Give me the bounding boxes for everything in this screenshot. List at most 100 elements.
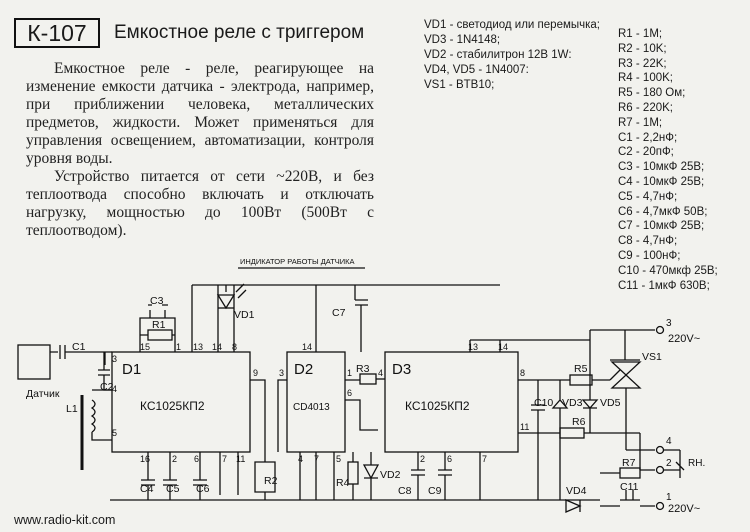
page-title: Емкостное реле с триггером [114,22,365,43]
pin-number: 11 [236,454,245,464]
pin-number: 1 [176,342,181,352]
ref-r5: R5 [574,363,588,375]
pin-number: 9 [253,368,258,378]
pin-number: 7 [482,454,487,464]
part-entry: C5 - 4,7нФ; [618,190,678,203]
ref-r3: R3 [356,363,370,375]
part-entry: C3 - 10мкФ 25В; [618,161,705,174]
ref-r1: R1 [152,319,166,331]
part-entry: C10 - 470мкф 25В; [618,264,718,277]
pin-number: 3 [112,354,117,364]
ref-c10: C10 [534,397,553,409]
pin-number: 8 [232,342,237,352]
part-entry: C6 - 4,7мкФ 50В; [618,205,708,218]
pin-number: 8 [520,368,525,378]
ref-r7: R7 [622,457,636,469]
sensor-label: Датчик [26,388,60,400]
part-entry: C1 - 2,2нФ; [618,131,678,144]
ref-vd5: VD5 [600,397,621,409]
pin-number: 14 [498,342,508,352]
d1-ref: D1 [122,361,141,378]
part-entry: R5 - 180 Ом; [618,87,686,100]
d3-part: КС1025КП2 [405,399,470,413]
ref-c5: C5 [166,483,180,495]
ref-c3: C3 [150,295,164,307]
pin-number: 2 [420,454,425,464]
pin-number: 13 [193,342,203,352]
part-entry: C2 - 20пФ; [618,146,674,159]
ic-d1 [111,351,251,453]
terminal-number: 1 [666,492,672,503]
description: Емкостное реле - реле, реагирующее на из… [26,60,374,240]
part-entry: C7 - 10мкФ 25В; [618,220,705,233]
ref-c4: C4 [140,483,154,495]
ref-c1: C1 [72,341,86,353]
pin-number: 4 [378,368,383,378]
part-entry: VD2 - стабилитрон 12В 1W: [424,49,572,61]
d1-part: КС1025КП2 [140,399,205,413]
ref-c8: C8 [398,485,412,497]
part-entry: VS1 - BTB10; [424,79,495,91]
pin-number: 13 [468,342,478,352]
ref-vs1: VS1 [642,351,662,363]
part-entry: R7 - 1M; [618,116,663,129]
pin-number: 1 [347,368,352,378]
ref-l1: L1 [66,403,78,415]
pin-number: 11 [520,422,529,432]
pin-number: 4 [112,384,117,394]
part-entry: R2 - 10K; [618,42,667,55]
kit-code: К-107 [14,18,100,48]
parts-list-semiconductors: VD1 - светодиод или перемычка; VD3 - 1N4… [424,18,600,93]
part-entry: VD3 - 1N4148; [424,34,501,46]
ref-vd3: VD3 [562,397,583,409]
part-entry: VD4, VD5 - 1N4007: [424,64,529,76]
parts-list-passives: R1 - 1M; R2 - 10K; R3 - 22K; R4 - 100K; … [618,27,718,293]
pin-number: 14 [212,342,222,352]
ref-c9: C9 [428,485,442,497]
ref-vd1: VD1 [234,309,255,321]
terminal-label: 220V~ [668,503,700,515]
part-entry: R1 - 1M; [618,28,663,40]
ref-c6: C6 [196,483,210,495]
pin-number: 6 [194,454,199,464]
ref-c2: C2 [100,381,114,393]
indicator-label: ИНДИКАТОР РАБОТЫ ДАТЧИКА [240,257,355,266]
ref-r2: R2 [264,475,278,487]
part-entry: R3 - 22K; [618,57,667,70]
ref-vd2: VD2 [380,469,401,481]
part-entry: VD1 - светодиод или перемычка; [424,19,601,31]
part-entry: C4 - 10мкФ 25В; [618,175,705,188]
part-entry: C11 - 1мкФ 630В; [618,279,710,292]
pin-number: 14 [302,342,312,352]
pin-number: 6 [447,454,452,464]
pin-number: 6 [347,388,352,398]
terminal-number: 2 [666,458,672,469]
terminal-number: 3 [666,318,672,329]
terminal-label: 220V~ [668,333,700,345]
part-entry: R4 - 100K; [618,72,673,85]
d3-ref: D3 [392,361,411,378]
pin-number: 15 [140,342,150,352]
pin-number: 5 [112,428,117,438]
pin-number: 2 [172,454,177,464]
pin-number: 4 [298,454,303,464]
part-entry: C9 - 100нФ; [618,249,681,262]
rh-label: RH. [688,458,705,469]
d2-part: CD4013 [293,402,330,413]
ref-c7: C7 [332,307,346,319]
description-paragraph: Емкостное реле - реле, реагирующее на из… [26,60,374,167]
part-entry: C8 - 4,7нФ; [618,235,678,248]
d2-ref: D2 [294,361,313,378]
ref-c11: C11 [620,481,639,493]
pin-number: 7 [314,454,319,464]
pin-number: 3 [279,368,284,378]
ref-r4: R4 [336,477,350,489]
pin-number: 7 [222,454,227,464]
footer-url: www.radio-kit.com [14,513,116,527]
pin-number: 5 [336,454,341,464]
ref-vd4: VD4 [566,485,587,497]
ic-d3 [384,351,519,453]
part-entry: R6 - 220K; [618,101,673,114]
ref-r6: R6 [572,416,586,428]
